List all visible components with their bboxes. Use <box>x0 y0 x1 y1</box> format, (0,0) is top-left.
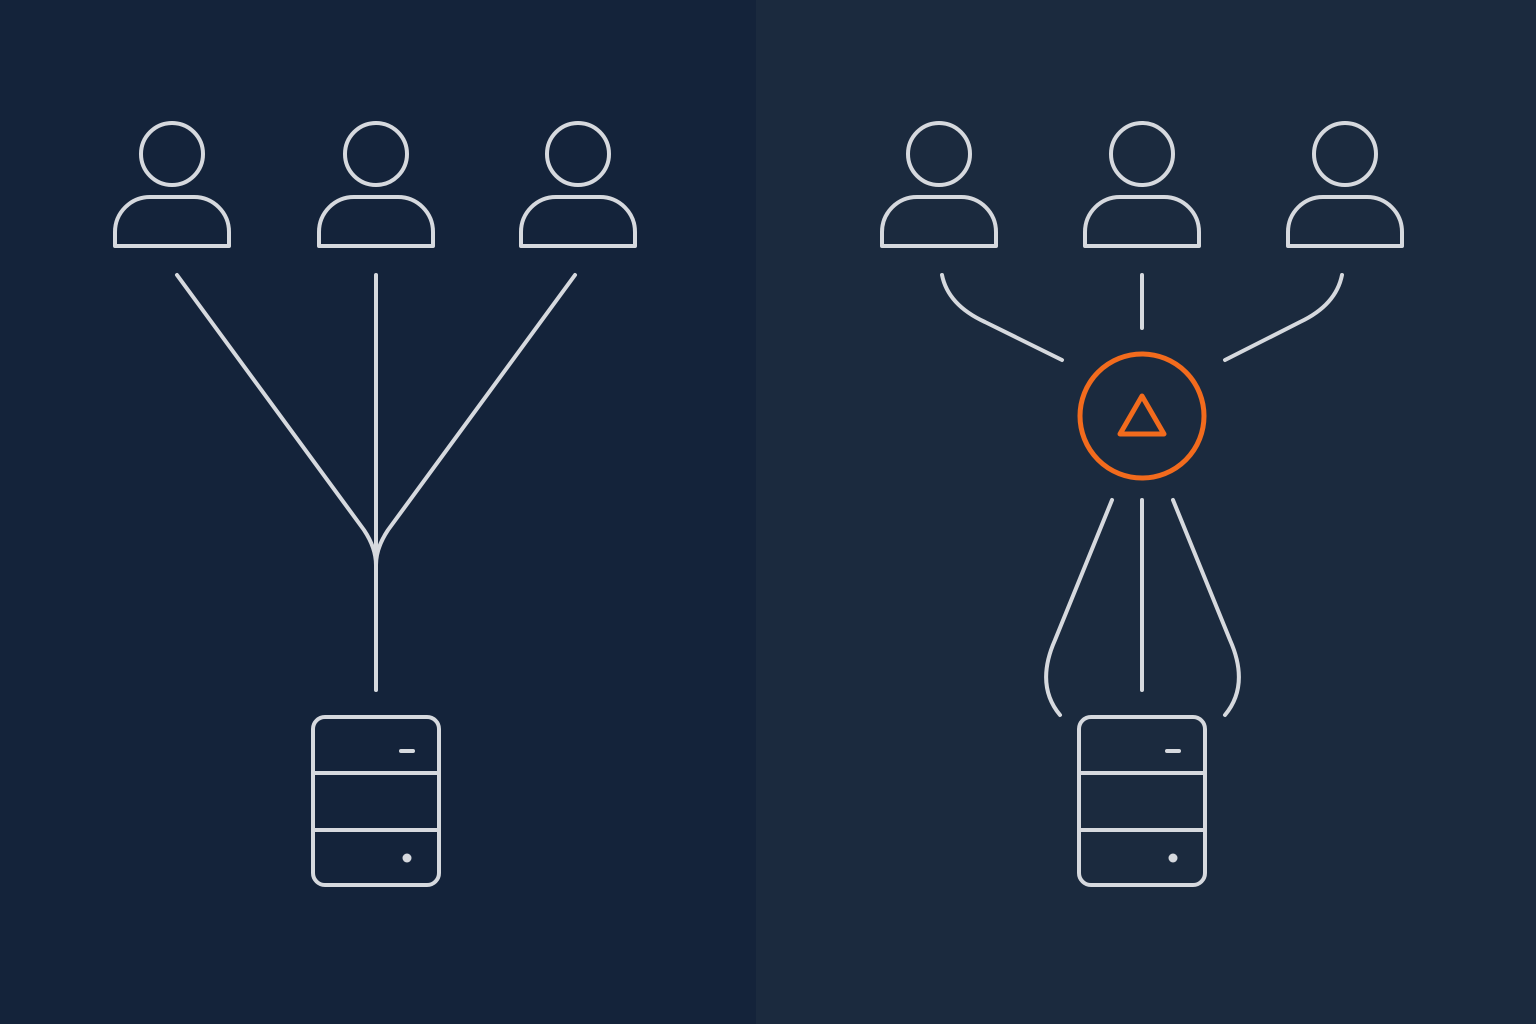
user-icon <box>880 121 998 248</box>
user-icon <box>1083 121 1201 248</box>
right-panel-background <box>756 0 1536 1024</box>
connector-line-right <box>1223 273 1344 362</box>
connector-line-left <box>940 273 1064 362</box>
left-panel <box>113 121 637 887</box>
user-icon <box>113 121 231 248</box>
user-icon <box>317 121 435 248</box>
user-icon <box>519 121 637 248</box>
connector-line-down-left <box>1044 498 1114 717</box>
connector-line-right <box>374 273 577 567</box>
server-icon <box>311 715 441 887</box>
connector-line-down-right <box>1171 498 1241 717</box>
gateway-node <box>1077 351 1207 481</box>
server-icon <box>1077 715 1207 887</box>
gateway-circle <box>1077 351 1207 481</box>
user-icon <box>1286 121 1404 248</box>
warning-triangle-icon <box>1117 393 1167 437</box>
right-panel <box>880 121 1404 887</box>
